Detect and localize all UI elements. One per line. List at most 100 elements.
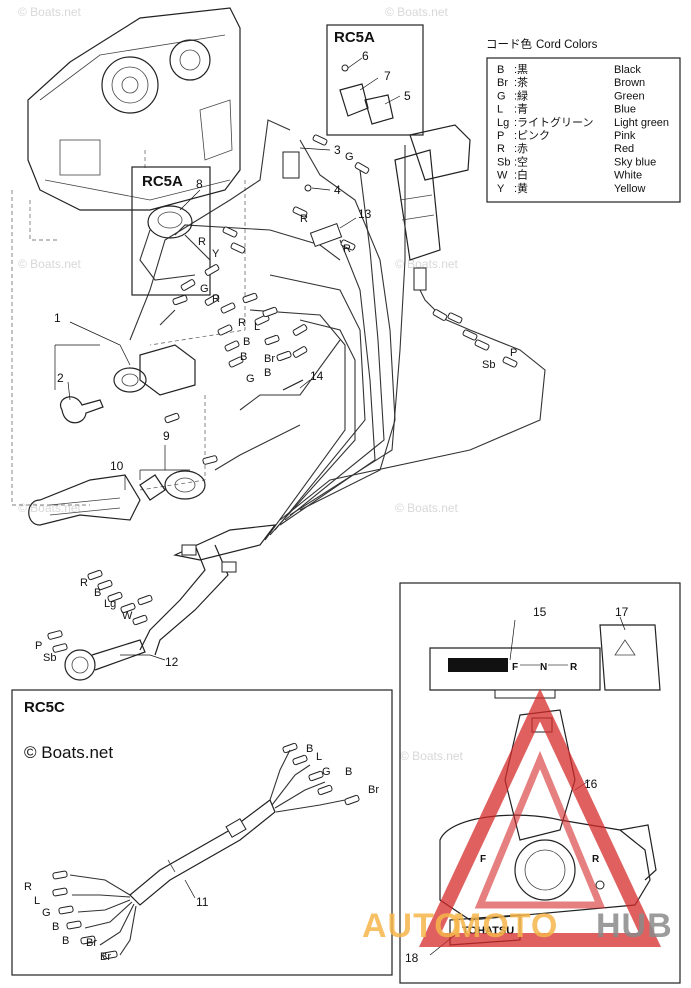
rc5c-wire-g2: G [42, 907, 51, 919]
part-number-9: 9 [163, 429, 170, 443]
terminal-14: 14 [282, 369, 324, 391]
part-number-12: 12 [165, 655, 179, 669]
rc5a-left-inset: RC5A 8 R Y [131, 166, 220, 296]
bullet-terminal [344, 794, 360, 806]
part-number-1: 1 [54, 311, 61, 325]
cord-color-japanese: :黒 [514, 63, 528, 76]
bullet-terminal [292, 754, 308, 766]
bullet-terminal [502, 356, 518, 368]
watermark-4: © Boats.net [395, 257, 459, 271]
rc5c-wire-l2: L [34, 895, 40, 907]
rc5c-wire-b2: B [345, 766, 352, 778]
watermark-2: © Boats.net [385, 5, 449, 19]
harness-plug: 12 [64, 639, 179, 681]
wire-label-l-sw: L [254, 321, 260, 333]
rc5c-wire-br3: Br [100, 951, 111, 963]
ignition-key: 2 [57, 371, 104, 424]
wire-label-g-top: G [345, 151, 354, 163]
bullet-terminal [292, 324, 308, 336]
rc5c-wire-l: L [316, 751, 322, 763]
part-number-15: 15 [533, 605, 547, 619]
wire-label-b-sw1: B [243, 336, 250, 348]
wire-label-b-harness: B [94, 587, 101, 599]
copyright-text: © Boats.net [24, 743, 113, 762]
bullet-terminal [312, 134, 328, 146]
wire-label-r-13b: R [343, 243, 351, 255]
rc5a-left-label: RC5A [142, 173, 183, 190]
bullet-terminal [317, 784, 333, 796]
watermark-6: © Boats.net [395, 501, 459, 515]
cord-color-code: L [497, 104, 503, 116]
wire-label-p-harness: P [35, 640, 42, 652]
bullet-terminal [217, 324, 233, 336]
bullet-terminal [47, 630, 63, 640]
wire-label-p-right: P [510, 347, 517, 359]
bullet-terminal [97, 579, 113, 591]
part-number-8: 8 [196, 177, 203, 191]
bullet-terminal [474, 339, 490, 351]
watermark-5: © Boats.net [18, 501, 82, 515]
cord-color-japanese: :ピンク [514, 129, 550, 142]
bullet-terminal [107, 591, 123, 603]
bullet-terminal [462, 329, 478, 341]
cord-color-english: Sky blue [614, 156, 656, 168]
stop-switch-and-lanyard: 9 10 [28, 429, 206, 526]
wire-labels: G R R P Sb G R R L B B G Br B R B Lg W P… [35, 151, 517, 664]
cord-color-code: R [497, 143, 505, 155]
cord-color-english: Black [614, 64, 641, 76]
cord-color-japanese: :茶 [514, 76, 528, 89]
rc5c-wire-br: Br [368, 784, 379, 796]
bullet-terminal [262, 306, 278, 318]
wire-label-r-sw1: R [212, 293, 220, 305]
cord-color-japanese: :緑 [514, 88, 528, 102]
gauge-letter-n: N [540, 662, 547, 673]
gauge-letter-r: R [570, 662, 578, 673]
bullet-terminal [292, 206, 308, 218]
part-number-7: 7 [384, 69, 391, 83]
cord-color-japanese: :赤 [514, 142, 528, 155]
wire-label-r-13a: R [300, 213, 308, 225]
bullet-terminal [58, 905, 74, 915]
rc5c-wire-b4: B [62, 935, 69, 947]
bullet-terminal [164, 412, 180, 424]
part-number-17: 17 [615, 605, 629, 619]
bullet-terminal [230, 242, 246, 254]
cord-color-code: P [497, 130, 504, 142]
wire-label-sb-right: Sb [482, 359, 495, 371]
bullet-terminal [172, 294, 188, 306]
rc5c-wire-g: G [322, 766, 331, 778]
cord-color-english: Green [614, 90, 645, 102]
rc5c-wire-b3: B [52, 921, 59, 933]
watermarks: © Boats.net © Boats.net © Boats.net © Bo… [18, 5, 464, 763]
logo-part-auto: AUTO [362, 907, 462, 945]
bullet-terminal [292, 346, 308, 358]
wire-label-g-sw2: G [246, 373, 255, 385]
wire-label-b-sw2: B [240, 351, 247, 363]
part-number-14: 14 [310, 369, 324, 383]
cord-color-english: Light green [614, 117, 669, 129]
bullet-terminal [132, 614, 148, 626]
rc5c-wire-br2: Br [86, 937, 97, 949]
rc5a-top-inset: RC5A 6 7 5 [326, 24, 424, 136]
wire-label-b-sw3: B [264, 367, 271, 379]
main-switch: 1 [54, 311, 196, 396]
bullet-terminal [202, 455, 218, 465]
cord-color-code: Lg [497, 117, 509, 129]
bullet-terminal [87, 569, 103, 581]
part-number-5: 5 [404, 89, 411, 103]
bullet-terminal [228, 356, 244, 368]
bullet-terminal [120, 602, 136, 614]
bullet-terminal [52, 643, 68, 653]
cord-color-english: White [614, 170, 642, 182]
cord-color-english: Pink [614, 130, 636, 142]
handle-letter-f: F [480, 854, 486, 865]
rc5c-inset: RC5C © Boats.net 11 B L G B Br R L G B B… [11, 689, 393, 976]
bullet-terminal [242, 292, 258, 304]
cord-color-code: Sb [497, 156, 510, 168]
bullet-terminal [52, 870, 68, 880]
bullet-terminal [254, 314, 270, 326]
bullet-terminal [180, 279, 196, 291]
